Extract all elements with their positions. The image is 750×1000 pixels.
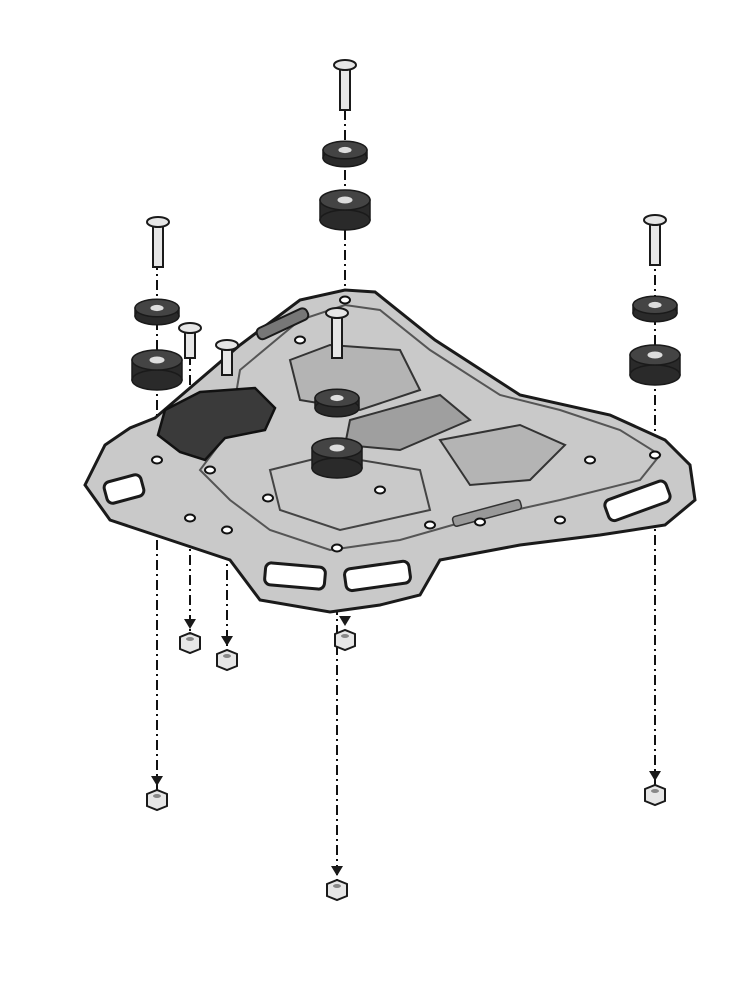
bolt-head — [643, 214, 667, 226]
mounting-hole — [221, 525, 233, 535]
bolt-center — [325, 307, 349, 359]
washer-hole — [338, 146, 352, 154]
hex-nut — [216, 636, 238, 672]
bolt-shank — [339, 64, 351, 111]
slot — [603, 479, 672, 523]
hex-nut — [644, 771, 666, 807]
rubber-washer-small — [632, 295, 678, 323]
mounting-bracket — [156, 386, 277, 462]
bolt-head — [325, 307, 349, 319]
luggage-rack-plate — [83, 288, 697, 614]
nut-body — [146, 788, 168, 812]
bolt-head — [215, 339, 239, 351]
nut-hole — [651, 789, 659, 793]
hardware-parts — [131, 59, 681, 902]
washer-hole — [337, 196, 353, 204]
mounting-hole — [474, 517, 486, 527]
mounting-hole — [204, 465, 216, 475]
slot — [343, 559, 412, 593]
arrow-icon — [339, 616, 351, 626]
arrow-icon — [649, 771, 661, 781]
bolt-head — [333, 59, 357, 71]
bolt-head — [146, 216, 170, 228]
slot — [255, 307, 310, 341]
nut-hole — [223, 654, 231, 658]
bolt-head — [178, 322, 202, 334]
bolt-shank — [152, 221, 164, 268]
washer-hole — [329, 444, 345, 452]
mounting-hole — [339, 295, 351, 305]
hex-nut — [179, 619, 201, 655]
rubber-washer-large — [319, 189, 371, 231]
arrow-icon — [331, 866, 343, 876]
washer-bottom — [131, 369, 183, 391]
nut-hole — [153, 794, 161, 798]
washer-bottom — [319, 209, 371, 231]
nut-body — [334, 628, 356, 652]
nut-body — [216, 648, 238, 672]
nut-body — [179, 631, 201, 655]
arrow-icon — [221, 636, 233, 646]
washer-hole — [149, 356, 165, 364]
bolt-shank — [331, 312, 343, 359]
rubber-washer-large — [629, 344, 681, 386]
rubber-washer-center — [314, 388, 360, 418]
nut-body — [326, 878, 348, 902]
arrow-icon — [151, 776, 163, 786]
bolt-shank — [649, 219, 661, 266]
slot — [102, 473, 146, 505]
bolt-bracket-1 — [178, 322, 202, 359]
nut-hole — [341, 634, 349, 638]
mounting-hole — [184, 513, 196, 523]
arrow-icon — [184, 619, 196, 629]
bolt-right — [643, 214, 667, 266]
hex-nut — [326, 866, 348, 902]
nut-hole — [333, 884, 341, 888]
bolt-bracket-2 — [215, 339, 239, 376]
mounting-hole — [294, 335, 306, 345]
slot — [263, 561, 327, 591]
rubber-washer-center-large — [311, 437, 363, 479]
washer-bottom — [311, 457, 363, 479]
mounting-hole — [331, 543, 343, 553]
bolt-top-center — [333, 59, 357, 111]
washer-hole — [648, 301, 662, 309]
rubber-washer-small — [322, 140, 368, 168]
logo-emboss — [451, 499, 523, 527]
mounting-hole — [424, 520, 436, 530]
rubber-washer-large — [131, 349, 183, 391]
mounting-hole — [151, 455, 163, 465]
washer-bottom — [629, 364, 681, 386]
washer-hole — [647, 351, 663, 359]
hex-nut — [146, 776, 168, 812]
washer-hole — [330, 394, 344, 402]
bolt-left — [146, 216, 170, 268]
nut-body — [644, 783, 666, 807]
mounting-hole — [554, 515, 566, 525]
mounting-hole — [584, 455, 596, 465]
nut-hole — [186, 637, 194, 641]
rubber-washer-small — [134, 298, 180, 326]
mounting-hole — [262, 493, 274, 503]
hex-nut — [334, 616, 356, 652]
washer-hole — [150, 304, 164, 312]
mounting-hole — [374, 485, 386, 495]
mounting-hole — [649, 450, 661, 460]
